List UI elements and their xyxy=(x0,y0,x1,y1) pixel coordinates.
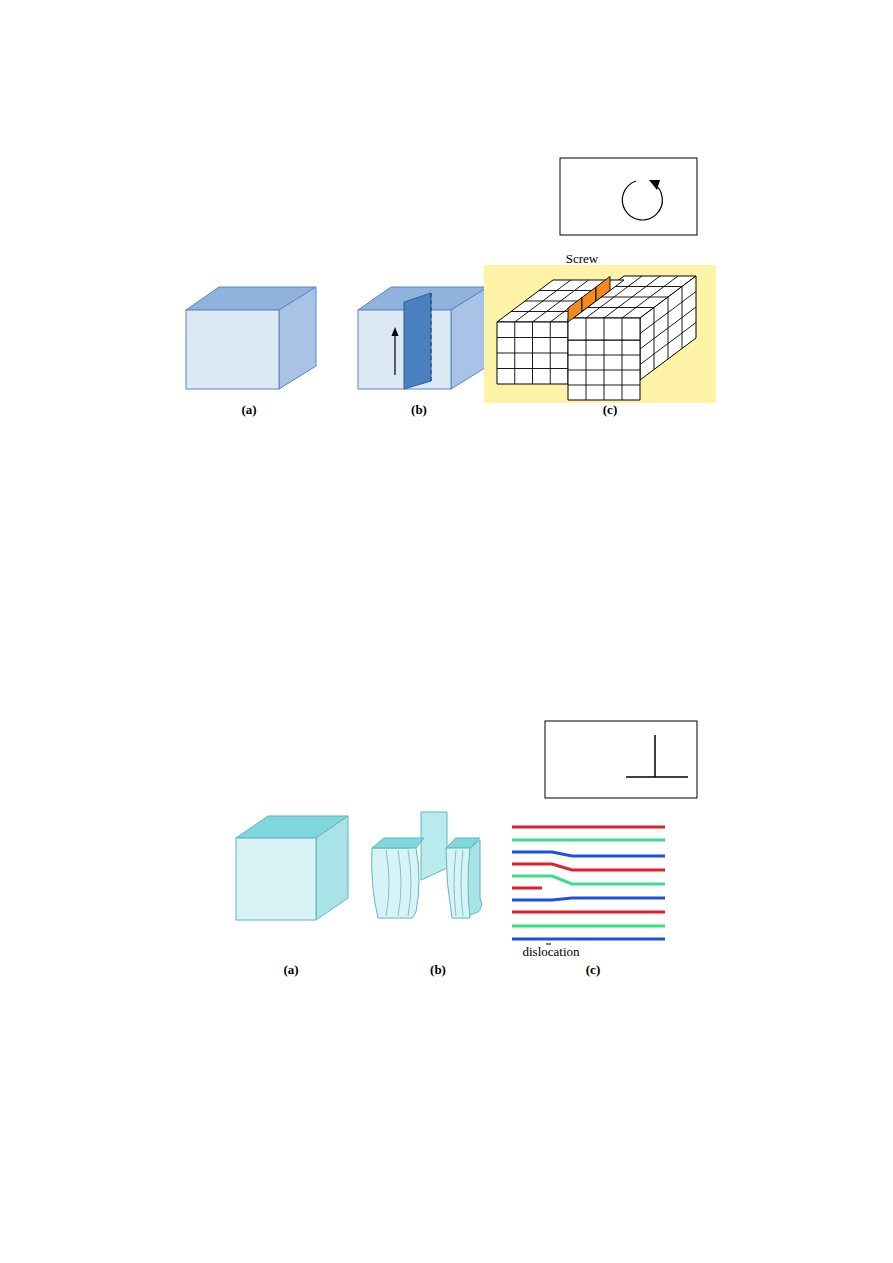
edge-symbol xyxy=(654,735,656,777)
cube xyxy=(236,816,348,920)
cube xyxy=(186,287,316,389)
screw-symbol xyxy=(622,181,662,220)
figure-letter: (a) xyxy=(283,963,298,977)
screw-symbol-arrow xyxy=(649,180,660,190)
figure-letter: (b) xyxy=(411,403,427,417)
figure-letter: (c) xyxy=(603,403,617,417)
symbol-box xyxy=(560,158,697,235)
split-cube xyxy=(372,812,482,918)
atomic-planes xyxy=(512,827,665,939)
crystal-lattice xyxy=(497,276,696,400)
screw-panel xyxy=(484,265,716,403)
figure-letter: (b) xyxy=(430,963,446,977)
figure-letter: (c) xyxy=(586,963,600,977)
figure-letter: (a) xyxy=(241,403,256,417)
cut-cube xyxy=(358,287,488,389)
edge-symbol xyxy=(626,776,688,778)
panel-title: Screw xyxy=(566,252,599,266)
dislocation-label: dislocation xyxy=(522,945,579,959)
symbol-box xyxy=(545,721,697,798)
